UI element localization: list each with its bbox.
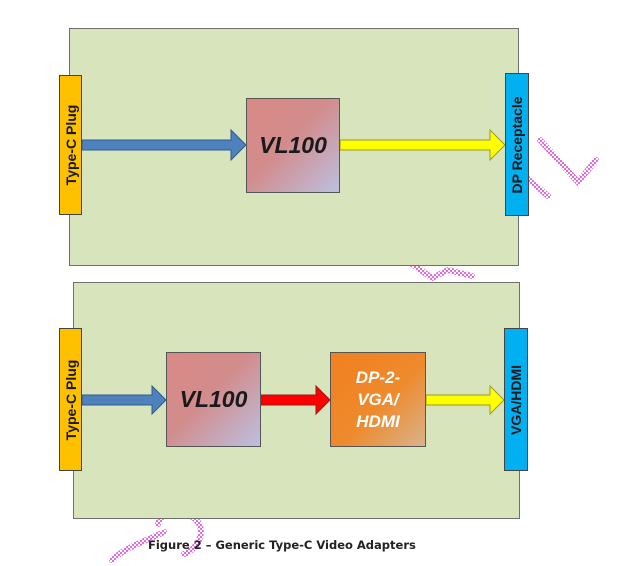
bottom-input-arrow (81, 384, 167, 416)
bottom-vga-hdmi-label: VGA/HDMI (508, 364, 524, 435)
bottom-type-c-plug-label: Type-C Plug (62, 359, 79, 440)
top-dp-receptacle-label: DP Receptacle (509, 95, 525, 194)
bottom-vl100-label: VL100 (179, 386, 248, 412)
top-vl100-label: VL100 (259, 132, 327, 158)
bottom-type-c-plug: Type-C Plug (59, 328, 82, 471)
bottom-vl100-chip: VL100 (166, 352, 261, 447)
bottom-middle-arrow (260, 384, 331, 416)
converter-label-line-2: VGA/ (357, 389, 399, 409)
top-output-arrow (339, 128, 506, 162)
top-type-c-plug: Type-C Plug (59, 75, 82, 215)
top-dp-receptacle: DP Receptacle (505, 73, 529, 216)
figure-caption: Figure 2 – Generic Type-C Video Adapters (148, 538, 416, 552)
top-type-c-plug-label: Type-C Plug (62, 104, 79, 186)
bottom-output-arrow (425, 384, 505, 416)
top-input-arrow (81, 128, 247, 162)
converter-label-line-3: HDMI (356, 411, 400, 431)
top-vl100-chip: VL100 (246, 98, 340, 193)
converter-label-line-1: DP-2- (355, 367, 401, 387)
bottom-vga-hdmi-connector: VGA/HDMI (504, 328, 528, 471)
converter-label: DP-2- VGA/ HDMI (356, 367, 400, 433)
dp-2-vga-hdmi-converter: DP-2- VGA/ HDMI (330, 352, 426, 447)
